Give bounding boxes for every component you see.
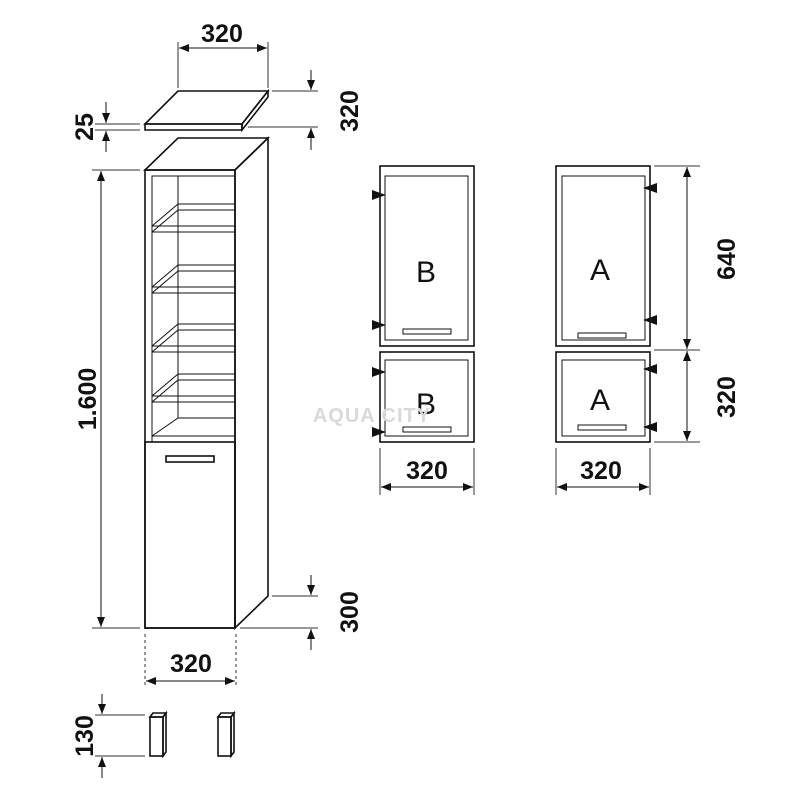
leg-height-label: 130	[71, 715, 99, 757]
shelf	[151, 323, 236, 354]
door-variant-b: B B	[372, 165, 475, 443]
shelf	[151, 264, 236, 295]
top-panel-width-dimension: 320	[177, 20, 269, 88]
leg	[216, 710, 236, 759]
hinge-marker-icon	[372, 320, 386, 330]
top-panel-depth-label: 320	[336, 90, 364, 132]
door-a-upper-label: A	[590, 254, 610, 287]
cabinet-width-label: 320	[170, 650, 212, 678]
hinge-marker-icon	[643, 183, 657, 193]
door-b-lower-label: B	[416, 388, 436, 421]
leg-height-dimension: 130	[71, 694, 145, 778]
hinge-marker-icon	[643, 364, 657, 374]
door-a-width-label: 320	[580, 457, 622, 485]
door-b-upper-label: B	[416, 256, 436, 289]
door-a-lower-label: A	[590, 384, 610, 417]
hinge-marker-icon	[372, 367, 386, 377]
shelf	[151, 373, 236, 404]
top-panel-depth-dimension: 320	[248, 70, 364, 150]
door-handle	[165, 455, 215, 463]
door-b-width-label: 320	[406, 457, 448, 485]
top-panel-thickness-label: 25	[71, 113, 99, 141]
door-a-width-dimension: 320	[555, 448, 651, 495]
plinth-gap-label: 300	[336, 591, 364, 633]
cabinet-lower-door	[144, 441, 236, 629]
top-panel	[143, 88, 270, 133]
door-upper-height-label: 640	[713, 238, 741, 280]
bottom-shelf	[151, 417, 236, 443]
door-variant-a: A A	[555, 165, 657, 443]
hinge-marker-icon	[643, 315, 657, 325]
cabinet-width-dimension: 320	[144, 634, 237, 688]
plinth-gap-dimension: 300	[240, 575, 364, 650]
door-lower-height-label: 320	[713, 376, 741, 418]
shelf	[151, 203, 236, 234]
cabinet-height-label: 1.600	[74, 368, 102, 431]
top-panel-thickness-dimension: 25	[71, 102, 140, 152]
door-lower-height-dimension: 320	[654, 351, 741, 443]
watermark: AQUA CITY	[313, 405, 431, 427]
hinge-marker-icon	[643, 422, 657, 432]
door-b-width-dimension: 320	[379, 448, 475, 495]
hinge-marker-icon	[372, 190, 386, 200]
leg	[148, 710, 168, 759]
tall-cabinet	[143, 136, 270, 630]
door-upper-height-dimension: 640	[654, 165, 741, 351]
top-panel-width-label: 320	[201, 20, 243, 48]
hinge-marker-icon	[372, 427, 386, 437]
cabinet-height-dimension: 1.600	[74, 169, 140, 629]
